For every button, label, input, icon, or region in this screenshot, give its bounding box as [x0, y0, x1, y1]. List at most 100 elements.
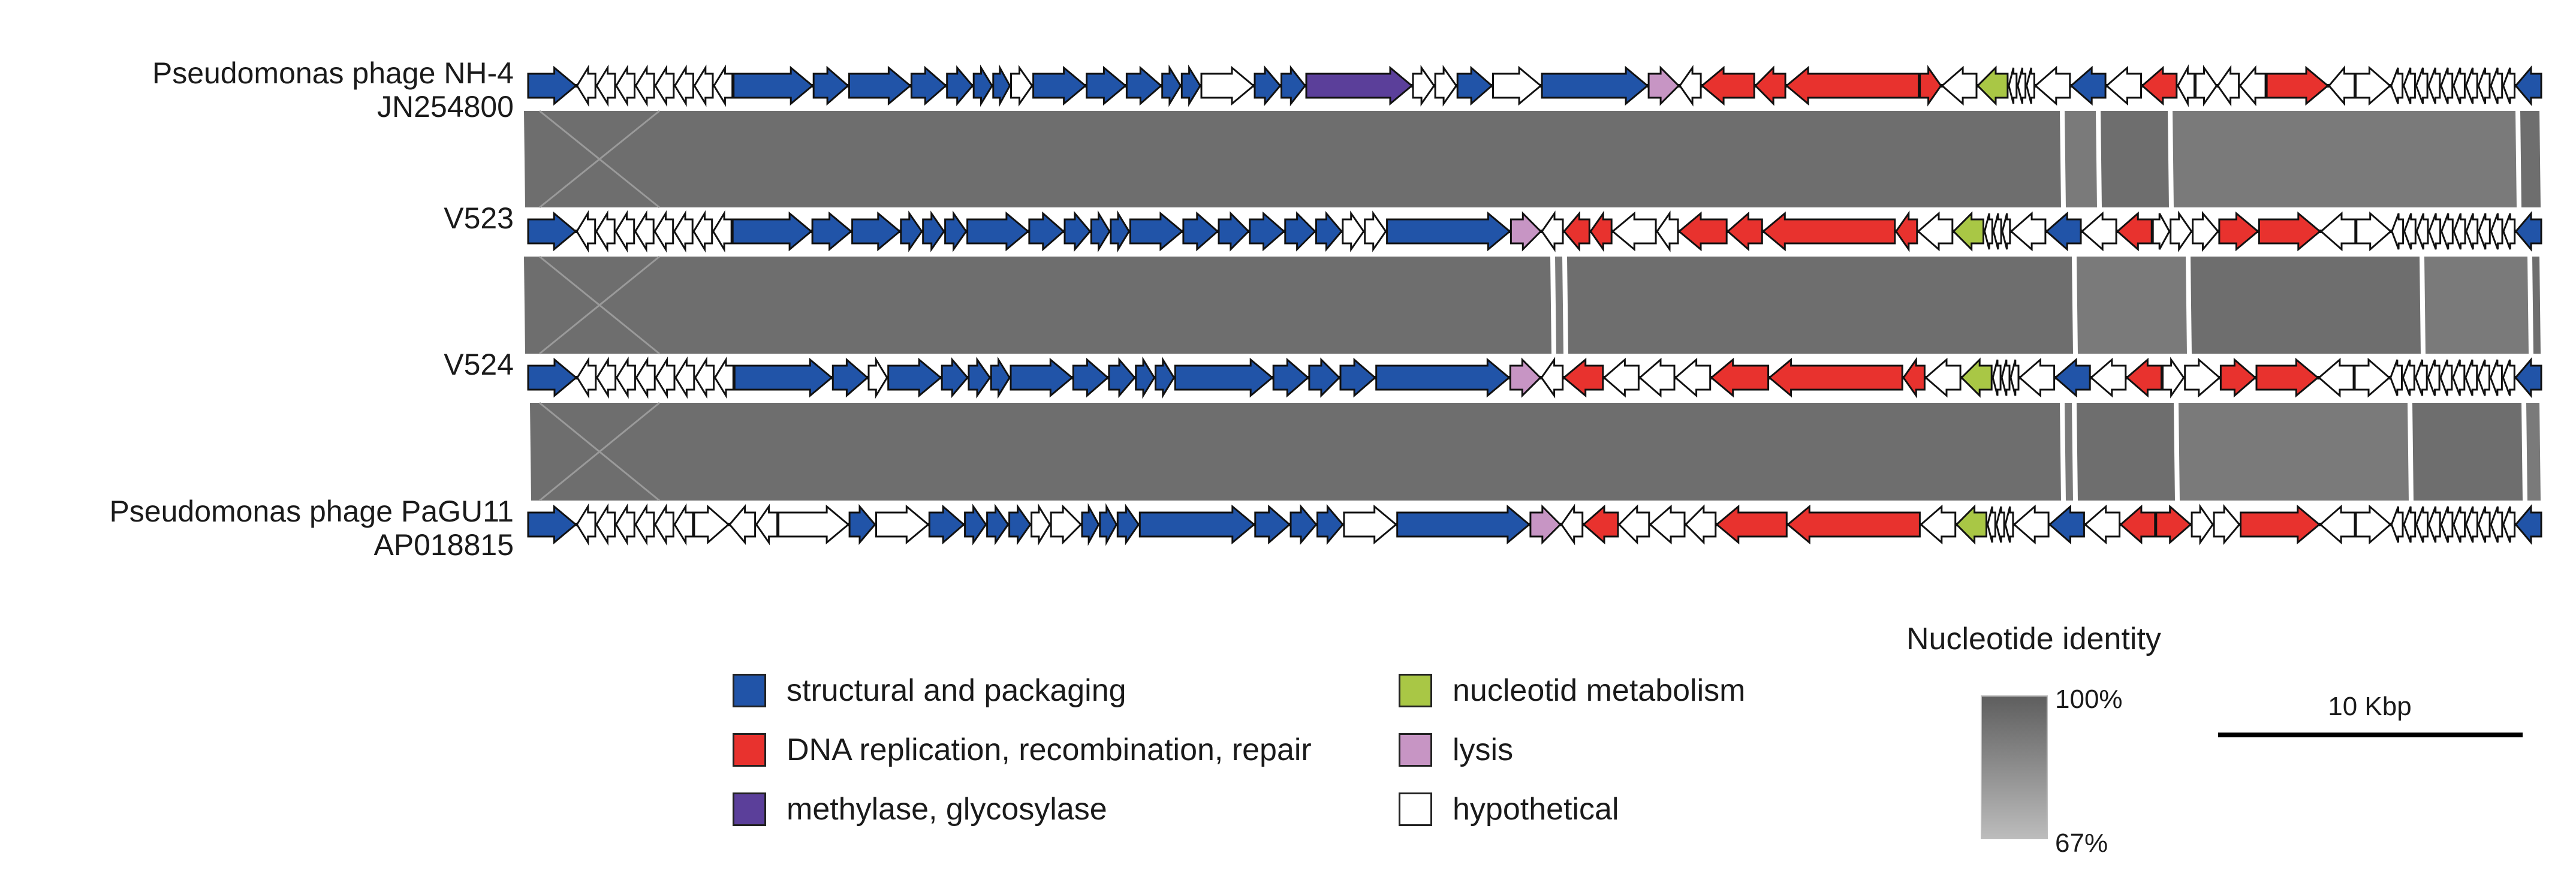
inversion-line [539, 255, 660, 355]
gene-arrow [2219, 357, 2257, 398]
legend-swatch-nucleotide [1399, 674, 1432, 707]
gene-arrow [1010, 357, 1074, 398]
gene-arrow [2034, 65, 2071, 106]
synteny-band [2526, 403, 2541, 501]
gene-arrow [2008, 67, 2018, 104]
gene-arrow [1110, 210, 1131, 253]
gene-arrow [2258, 211, 2322, 252]
gene-arrow [1602, 357, 1640, 398]
gene-arrow [1305, 65, 1414, 106]
gene-arrow [2514, 65, 2542, 107]
gene-arrow [1272, 357, 1310, 398]
genome-label-nh4: Pseudomonas phage NH-4 JN254800 [152, 56, 514, 123]
gene-arrow [1510, 211, 1542, 252]
gene-arrow [1976, 65, 2009, 106]
gene-arrow [2514, 357, 2542, 399]
gene-arrow [1715, 504, 1788, 545]
gene-arrow [2452, 359, 2466, 396]
gene-arrow [2490, 506, 2503, 543]
gene-arrow [576, 210, 596, 253]
gene-arrow [1050, 504, 1083, 545]
gene-arrow [1138, 504, 1256, 545]
gene-arrow [1116, 504, 1140, 546]
genome-tracks [527, 64, 2542, 546]
gene-arrow [2089, 357, 2127, 398]
synteny-band [2520, 111, 2541, 207]
legend-label-methylase: methylase, glycosylase [787, 792, 1107, 827]
gene-arrow [2216, 65, 2240, 107]
gene-arrow [2428, 213, 2442, 250]
gene-arrow [1032, 65, 1087, 106]
gene-arrow [1785, 65, 1920, 106]
gene-arrow [634, 503, 655, 546]
legend-item-lysis: lysis [1399, 732, 1513, 768]
gene-arrow [811, 211, 852, 252]
gene-arrow [2478, 213, 2491, 250]
gene-arrow [1008, 504, 1032, 546]
synteny-band [2191, 257, 2421, 354]
gene-arrow [2514, 504, 2542, 546]
gene-arrow [1155, 356, 1176, 399]
gene-arrow [2391, 213, 2405, 250]
gene-arrow [2119, 504, 2156, 545]
synteny-band [1567, 257, 2073, 354]
synteny-band [2173, 111, 2517, 207]
gene-arrow [1099, 503, 1118, 546]
gene-arrow [2026, 67, 2035, 104]
gene-arrow [692, 210, 713, 253]
synteny-band [2077, 257, 2187, 354]
legend-item-methylase: methylase, glycosylase [733, 791, 1107, 827]
gene-arrow [2403, 213, 2417, 250]
gene-arrow [527, 65, 577, 106]
gene-arrow [910, 65, 947, 106]
gene-arrow [595, 503, 616, 546]
synteny-band [2065, 403, 2073, 501]
gene-arrow [848, 65, 912, 106]
gene-arrow [634, 64, 655, 107]
legend-label-hypothetical: hypothetical [1453, 792, 1619, 827]
gene-arrow [614, 503, 635, 546]
gene-arrow [2453, 67, 2466, 104]
gene-arrow [1638, 357, 1676, 398]
scale-label: 10 Kbp [2328, 692, 2412, 721]
legend-label-nucleotide: nucleotid metabolism [1453, 673, 1746, 708]
gene-arrow [2191, 504, 2214, 546]
gene-arrow [1316, 504, 1344, 546]
gene-arrow [1674, 357, 1712, 398]
gene-arrow [1375, 357, 1511, 398]
gene-arrow [1386, 211, 1511, 252]
gene-arrow [1174, 357, 1274, 398]
gene-arrow [2184, 357, 2221, 398]
gene-arrow [1786, 504, 1921, 545]
gene-arrow [731, 211, 813, 252]
gene-arrow [2490, 213, 2503, 250]
gene-arrow [1434, 65, 1458, 107]
gene-arrow [2319, 211, 2357, 252]
gene-arrow [1343, 504, 1398, 545]
genome-track [527, 210, 2542, 253]
gene-arrow [1284, 211, 1316, 252]
legend-item-hypothetical: hypothetical [1399, 791, 1619, 827]
gene-arrow [1726, 211, 1763, 252]
gene-arrow [922, 210, 945, 252]
gene-arrow [527, 504, 577, 545]
gene-arrow [615, 356, 636, 399]
synteny-band [2179, 403, 2409, 501]
gene-arrow [1200, 65, 1255, 106]
gene-arrow [1081, 503, 1100, 546]
gene-arrow [2069, 65, 2107, 106]
gene-arrow [1541, 210, 1564, 252]
gene-arrow [634, 210, 655, 253]
gene-arrow [1560, 504, 1584, 546]
gene-arrow [1611, 211, 1657, 252]
gene-arrow [1941, 65, 1978, 106]
gene-arrow [2328, 65, 2355, 107]
gene-arrow [694, 356, 715, 399]
gene-arrow [1315, 210, 1343, 252]
gene-arrow [733, 357, 833, 398]
gene-arrow [2218, 211, 2259, 252]
gene-arrow [1090, 210, 1111, 253]
gene-arrow [713, 356, 734, 399]
gene-arrow [2453, 213, 2466, 250]
gene-arrow [2477, 67, 2491, 104]
